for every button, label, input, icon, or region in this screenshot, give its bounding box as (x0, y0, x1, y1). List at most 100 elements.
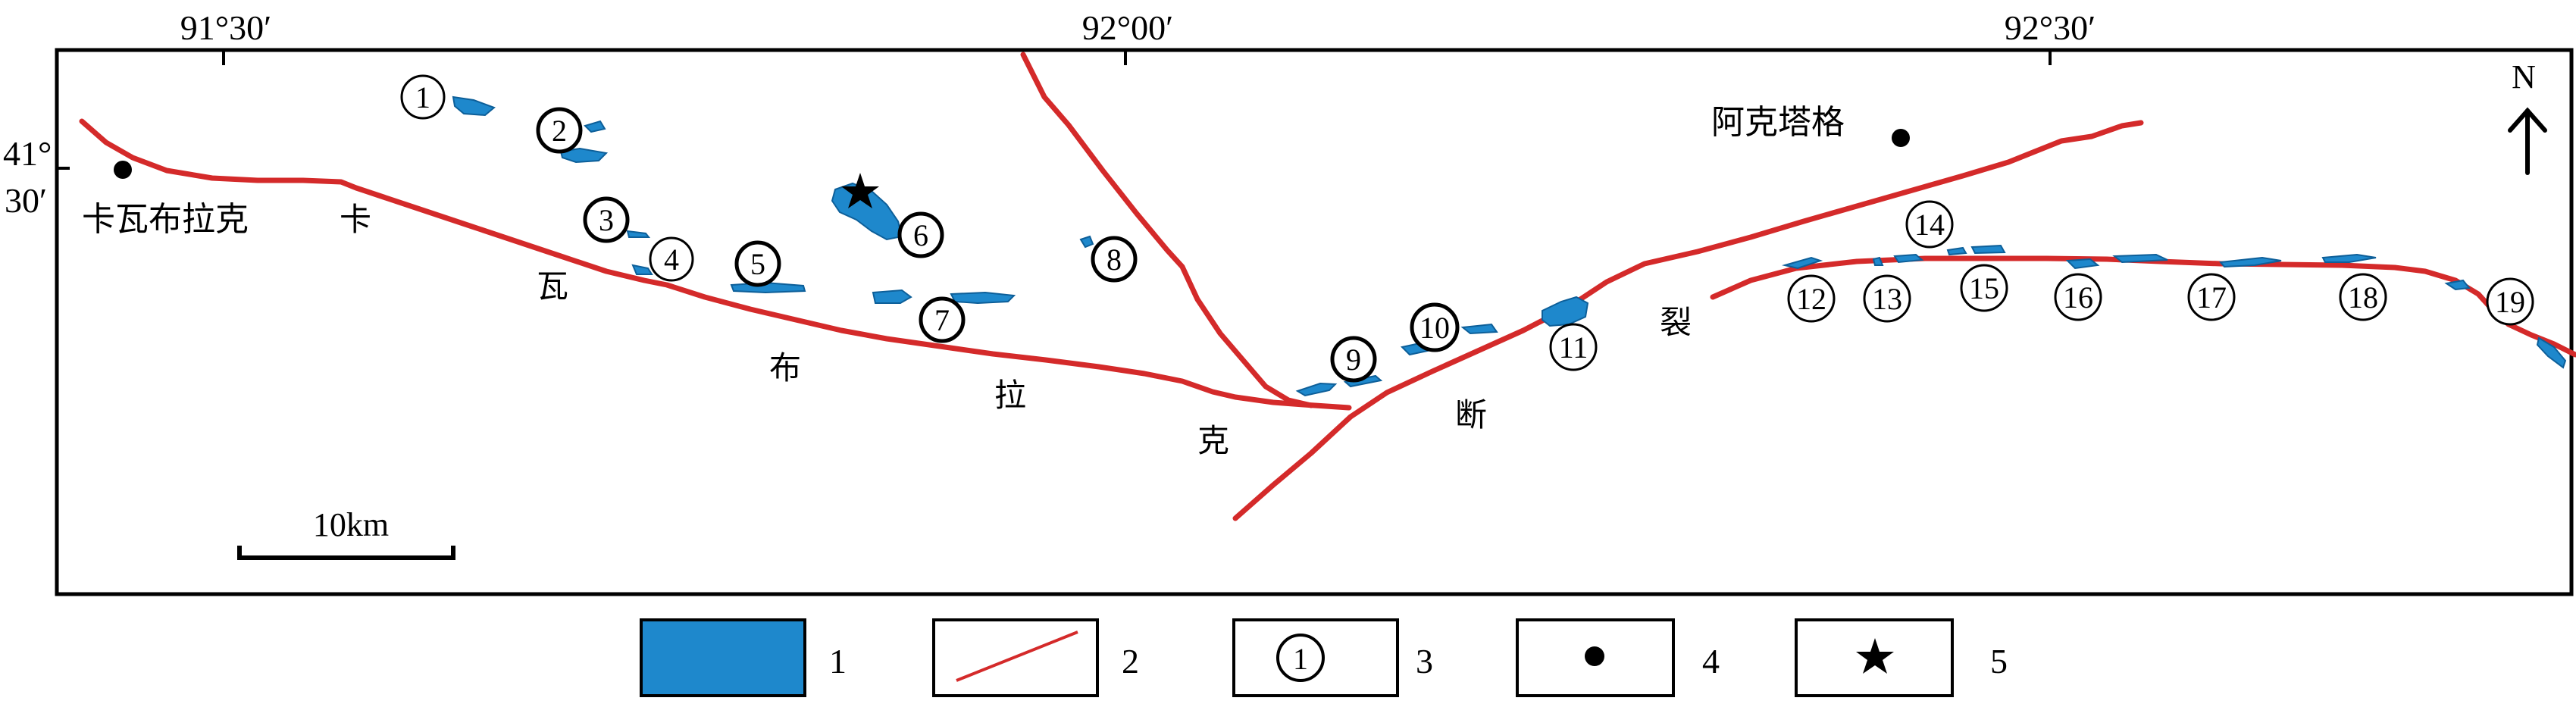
body-marker-5-label: 5 (750, 247, 765, 281)
body-marker-17: 17 (2187, 273, 2236, 321)
body-marker-2-label: 2 (552, 114, 567, 148)
rock-body-14a (1893, 253, 1924, 264)
scale-bar-label: 10km (313, 506, 389, 543)
rock-body-14b (1946, 246, 1967, 256)
rock-body-8 (1079, 235, 1094, 249)
body-marker-1: 1 (400, 74, 446, 120)
rock-body-11 (1542, 296, 1589, 327)
rock-body-7b (950, 291, 1016, 305)
legend-item-settlement: 4 (1516, 618, 1720, 697)
rock-body-9a (1295, 382, 1338, 397)
latitude-minute-label: 30′ (5, 181, 47, 220)
body-marker-1-label: 1 (415, 80, 430, 114)
body-marker-3: 3 (583, 196, 630, 243)
rock-body-7a (872, 289, 912, 304)
body-marker-16-label: 16 (2063, 280, 2093, 314)
fault-char-6: 断 (1455, 396, 1487, 433)
body-marker-18-label: 18 (2348, 280, 2378, 314)
rock-body-2b (559, 147, 609, 164)
rock-body-19b (2536, 336, 2567, 369)
legend-item-body-number: 1 3 (1232, 618, 1433, 697)
settlement-aketage-dot (1892, 129, 1910, 147)
fault-name-labels: 卡 瓦 布 拉 克 断 裂 (340, 201, 1692, 459)
rock-body-1 (452, 95, 496, 117)
rock-body-19a (2444, 279, 2471, 291)
body-marker-4: 4 (649, 236, 694, 282)
legend-star-icon (1856, 638, 1894, 674)
body-marker-10-label: 10 (1419, 311, 1450, 345)
rock-body-13 (1872, 256, 1884, 266)
place-label-aketage: 阿克塔格 (1711, 103, 1845, 142)
legend-number-3: 3 (1416, 642, 1433, 681)
body-marker-13-label: 13 (1872, 282, 1902, 316)
fault-char-4: 拉 (994, 377, 1026, 414)
body-marker-9-label: 9 (1346, 343, 1361, 377)
fault-kawabulake-main (79, 118, 1352, 411)
body-marker-9: 9 (1330, 336, 1377, 383)
legend-item-rock-body: 1 (640, 618, 847, 697)
legend-number-1: 1 (829, 642, 847, 681)
body-marker-7-label: 7 (934, 303, 950, 337)
rock-body-16 (2065, 258, 2100, 270)
fault-char-1: 卡 (340, 201, 371, 238)
body-marker-15-label: 15 (1969, 271, 1999, 305)
rock-body-10b (1460, 323, 1498, 335)
body-marker-18: 18 (2339, 273, 2387, 321)
body-marker-13: 13 (1863, 274, 1911, 323)
body-marker-2: 2 (536, 107, 583, 154)
map-frame (55, 48, 2574, 596)
longitude-label-3: 92°30′ (2005, 8, 2096, 47)
fault-oblique-branch (1020, 52, 1314, 408)
body-marker-8-label: 8 (1106, 242, 1122, 277)
longitude-ticks (222, 50, 2052, 65)
legend-number-2: 2 (1122, 642, 1139, 681)
sample-star-on-map (841, 173, 879, 208)
body-marker-17-label: 17 (2196, 280, 2227, 314)
legend-number-5: 5 (1990, 642, 2008, 681)
north-label: N (2512, 58, 2536, 95)
body-marker-11-label: 11 (1559, 330, 1588, 365)
rock-body-2a (584, 120, 606, 133)
longitude-label-1: 91°30′ (180, 8, 271, 47)
scale-bar (237, 546, 455, 560)
longitude-label-2: 92°00′ (1082, 8, 1173, 47)
fault-eastern-segment (1710, 255, 2576, 358)
legend-number-4: 4 (1702, 642, 1720, 681)
rock-body-17b (2219, 256, 2282, 268)
body-marker-12: 12 (1787, 274, 1836, 323)
rock-body-15 (1970, 244, 2006, 255)
fault-aketage (1232, 120, 2144, 521)
north-arrow (2508, 107, 2547, 175)
legend-item-fault: 2 (932, 618, 1139, 697)
fault-char-3: 布 (769, 349, 801, 386)
body-marker-10: 10 (1410, 302, 1460, 352)
body-marker-6: 6 (897, 211, 944, 258)
settlement-kawabulake-dot (114, 161, 132, 179)
body-marker-19-label: 19 (2495, 285, 2525, 319)
body-marker-4-label: 4 (664, 242, 679, 277)
rock-body-17a (2112, 253, 2168, 264)
body-marker-14-label: 14 (1914, 208, 1945, 242)
body-marker-5: 5 (734, 240, 781, 287)
fault-char-2: 瓦 (537, 268, 568, 305)
body-marker-16: 16 (2054, 273, 2102, 321)
rock-body-18 (2321, 253, 2377, 263)
rock-body-4 (631, 264, 653, 275)
body-number-markers: 1 2 3 4 5 6 7 8 9 10 11 12 13 14 15 16 1… (400, 74, 2534, 383)
body-marker-14: 14 (1905, 200, 1954, 249)
rock-body-3 (626, 230, 651, 238)
legend-sample-number: 1 (1293, 642, 1308, 676)
body-marker-12-label: 12 (1796, 282, 1826, 316)
rock-body-12 (1782, 256, 1823, 270)
fault-char-7: 裂 (1660, 304, 1692, 341)
body-marker-3-label: 3 (599, 203, 614, 237)
legend-item-sample-star: 5 (1795, 618, 2008, 697)
body-marker-11: 11 (1549, 323, 1598, 371)
fault-char-5: 克 (1197, 422, 1229, 459)
body-marker-15: 15 (1960, 264, 2008, 312)
body-marker-19: 19 (2486, 277, 2534, 326)
body-marker-8: 8 (1091, 236, 1138, 283)
body-marker-7: 7 (919, 296, 966, 343)
